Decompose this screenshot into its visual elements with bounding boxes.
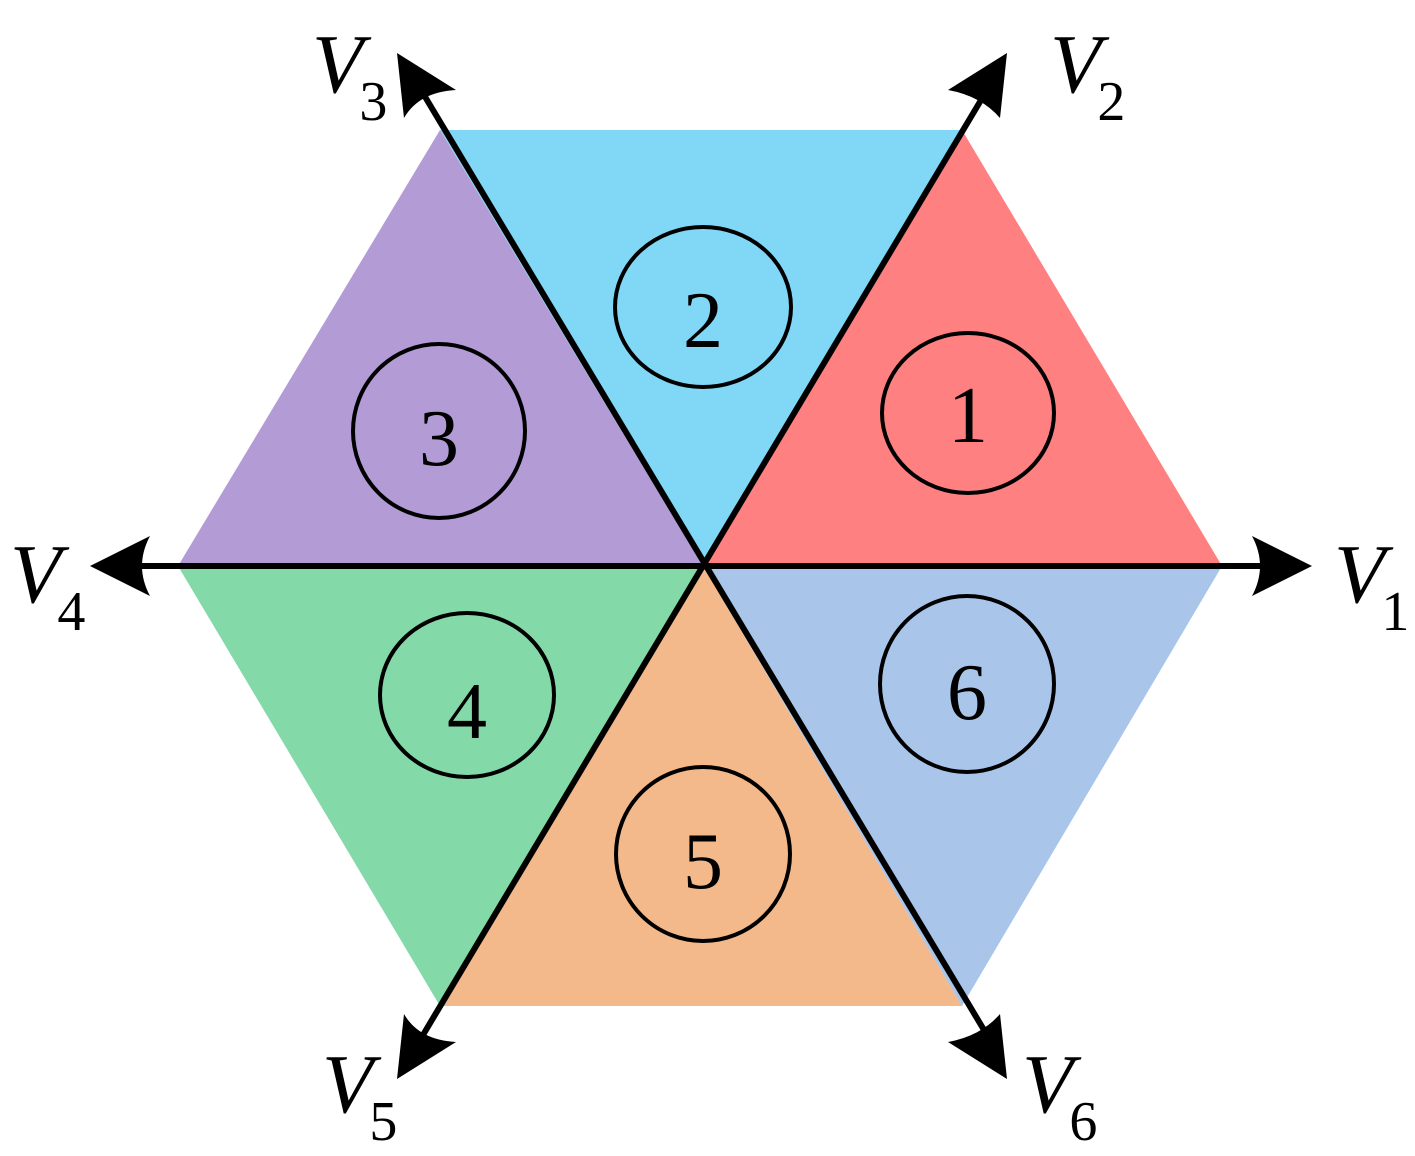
sector-4-triangle bbox=[178, 566, 703, 1006]
v2-symbol: V bbox=[1050, 18, 1110, 111]
sector-6-number: 6 bbox=[947, 649, 987, 737]
vector-axes bbox=[120, 83, 1290, 1042]
v1-subscript: 1 bbox=[1381, 581, 1409, 643]
v5-label: V5 bbox=[322, 1038, 397, 1153]
sector-4-circle bbox=[378, 611, 556, 779]
v3-label: V3 bbox=[312, 18, 387, 133]
v5-symbol: V bbox=[322, 1038, 382, 1131]
v3-arrowhead bbox=[397, 53, 456, 118]
v3-symbol: V bbox=[312, 18, 372, 111]
sector-circles bbox=[351, 225, 1056, 943]
v6-arrowhead bbox=[948, 1014, 1007, 1079]
v2-subscript: 2 bbox=[1097, 71, 1125, 133]
sector-2-number: 2 bbox=[683, 277, 723, 365]
sector-numbers: 1 2 3 4 5 6 bbox=[419, 277, 988, 906]
v2-arrowhead bbox=[948, 53, 1007, 118]
v1-label: V1 bbox=[1334, 528, 1409, 643]
v6-symbol: V bbox=[1022, 1038, 1082, 1131]
sector-1-triangle bbox=[703, 130, 1222, 566]
sector-1-number: 1 bbox=[948, 372, 988, 460]
sector-2-circle bbox=[613, 225, 793, 389]
v4-symbol: V bbox=[10, 528, 70, 621]
v5-arrowhead bbox=[397, 1014, 456, 1079]
v3-subscript: 3 bbox=[359, 71, 387, 133]
v4-arrowhead bbox=[90, 536, 150, 596]
v2-label: V2 bbox=[1050, 18, 1125, 133]
sector-4-number: 4 bbox=[447, 668, 487, 756]
sector-5-triangle bbox=[440, 566, 962, 1006]
v6-subscript: 6 bbox=[1069, 1091, 1097, 1153]
arrowheads bbox=[90, 53, 1312, 1079]
vector-labels: V1 V2 V3 V4 V5 V6 bbox=[10, 18, 1409, 1153]
sector-5-circle bbox=[614, 765, 792, 943]
sector-3-triangle bbox=[178, 130, 703, 566]
sector-6-triangle bbox=[703, 566, 1222, 1006]
v4-subscript: 4 bbox=[57, 581, 85, 643]
v6-label: V6 bbox=[1022, 1038, 1097, 1153]
sector-3-number: 3 bbox=[419, 395, 459, 483]
sectors bbox=[178, 130, 1222, 1006]
v1-arrowhead bbox=[1252, 536, 1312, 596]
v4-label: V4 bbox=[10, 528, 85, 643]
sector-2-triangle bbox=[440, 130, 962, 566]
v5-subscript: 5 bbox=[369, 1091, 397, 1153]
sector-3-circle bbox=[351, 342, 527, 520]
axis-v3-v6 bbox=[415, 83, 993, 1042]
sector-5-number: 5 bbox=[683, 818, 723, 906]
sector-1-circle bbox=[880, 331, 1056, 495]
sector-6-circle bbox=[878, 594, 1056, 774]
v1-symbol: V bbox=[1334, 528, 1394, 621]
